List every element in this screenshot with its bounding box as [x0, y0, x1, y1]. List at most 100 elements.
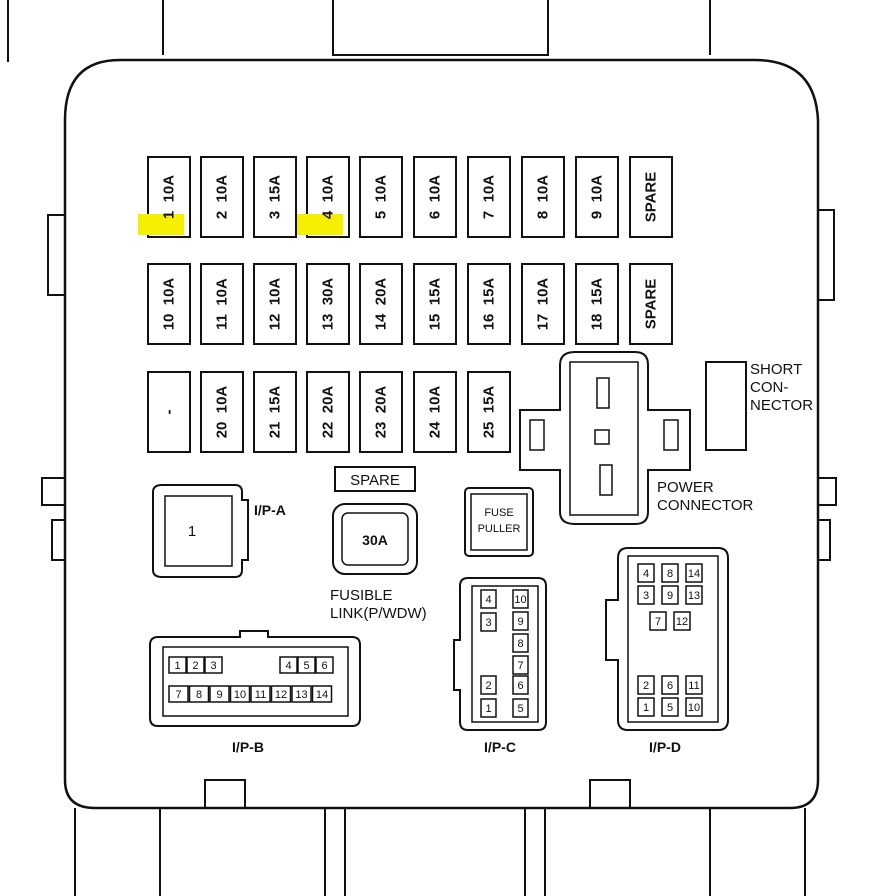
power-connector-label-2: CONNECTOR	[657, 497, 754, 514]
svg-text:2: 2	[485, 680, 491, 692]
bottom-structure	[74, 779, 806, 896]
ip-b-label: I/P-B	[232, 739, 264, 755]
svg-text:4: 4	[643, 568, 649, 580]
svg-text:5: 5	[517, 703, 523, 715]
fuse-15: 15 15A	[413, 263, 457, 345]
short-connector: SHORT CON- NECTOR	[705, 361, 813, 451]
ip-c-pin-right-6: 6	[512, 675, 529, 695]
svg-text:9: 9	[517, 616, 523, 628]
svg-text:3: 3	[485, 617, 491, 629]
svg-text:12: 12	[676, 616, 688, 628]
fuse-box-housing	[63, 58, 820, 810]
fuse-24-label: 24 10A	[427, 386, 444, 439]
svg-text:3: 3	[210, 660, 216, 672]
ip-d-pin-3: 3	[637, 585, 655, 605]
svg-text:8: 8	[517, 638, 523, 650]
svg-text:10: 10	[234, 689, 246, 701]
fuse-blank-label: -	[161, 410, 178, 415]
short-connector-label-2: CON-	[750, 379, 788, 396]
fuse-5-label: 5 10A	[373, 175, 390, 219]
svg-text:5: 5	[667, 702, 673, 714]
spare-row1: SPARE	[629, 156, 673, 238]
fuse-21-label: 21 15A	[267, 386, 284, 439]
fuse-17: 17 10A	[521, 263, 565, 345]
fuse-puller-label-1: FUSE	[484, 507, 513, 519]
fuse-6-label: 6 10A	[427, 175, 444, 219]
svg-text:10: 10	[514, 594, 526, 606]
ip-d-pin-11: 11	[685, 675, 703, 695]
fuse-1-label: 1 10A	[161, 175, 178, 219]
svg-text:1: 1	[174, 660, 180, 672]
ip-c-pin-right-8: 8	[512, 633, 529, 653]
svg-text:12: 12	[275, 689, 287, 701]
fuse-21: 21 15A	[253, 371, 297, 453]
ip-d-pin-7: 7	[649, 611, 667, 631]
fuse-11-label: 11 10A	[214, 278, 231, 330]
fuse-25-label: 25 15A	[481, 386, 498, 439]
svg-text:1: 1	[643, 702, 649, 714]
svg-text:4: 4	[485, 594, 491, 606]
fuse-6: 6 10A	[413, 156, 457, 238]
ip-a-label: I/P-A	[254, 502, 286, 518]
fuse-3: 3 15A	[253, 156, 297, 238]
ip-b-pin-6: 6	[315, 656, 334, 674]
svg-text:3: 3	[643, 590, 649, 602]
fuse-2: 2 10A	[200, 156, 244, 238]
fuse-14: 14 20A	[359, 263, 403, 345]
ip-c-label: I/P-C	[484, 739, 516, 755]
svg-text:6: 6	[517, 680, 523, 692]
fuse-4-label: 4 10A	[320, 175, 337, 219]
ip-b-pin-8: 8	[188, 685, 210, 703]
svg-text:10: 10	[688, 702, 700, 714]
fusible-link: SPARE 30A FUSIBLE LINK(P/WDW)	[330, 466, 427, 622]
fuse-10-label: 10 10A	[161, 278, 178, 331]
spare-row2-label: SPARE	[643, 279, 660, 330]
ip-b-pin-12: 12	[270, 685, 292, 703]
svg-text:14: 14	[688, 568, 700, 580]
fuse-20: 20 10A	[200, 371, 244, 453]
side-tabs	[41, 209, 837, 561]
svg-text:7: 7	[517, 660, 523, 672]
fuse-14-label: 14 20A	[373, 278, 390, 331]
ip-b-pin-2: 2	[186, 656, 205, 674]
ip-b-pin-13: 13	[291, 685, 312, 703]
svg-text:7: 7	[655, 616, 661, 628]
fuse-25: 25 15A	[467, 371, 511, 453]
ip-b-pin-5: 5	[297, 656, 316, 674]
svg-text:13: 13	[295, 689, 307, 701]
ip-c-pin-right-10: 10	[512, 589, 529, 609]
fuse-23-label: 23 20A	[373, 386, 390, 439]
ip-a-pin-1: 1	[188, 523, 196, 540]
ip-d-pin-4: 4	[637, 563, 655, 583]
fuse-5: 5 10A	[359, 156, 403, 238]
ip-c-pin-left-4: 4	[480, 589, 497, 609]
short-connector-label-1: SHORT	[750, 361, 802, 378]
fuse-1: 1 10A	[138, 156, 191, 238]
svg-text:14: 14	[316, 689, 328, 701]
ip-c-pin-right-9: 9	[512, 611, 529, 631]
svg-text:2: 2	[192, 660, 198, 672]
fusible-link-label-2: LINK(P/WDW)	[330, 605, 427, 622]
svg-text:13: 13	[688, 590, 700, 602]
ip-d-pin-2: 2	[637, 675, 655, 695]
fuse-16: 16 15A	[467, 263, 511, 345]
svg-text:9: 9	[216, 689, 222, 701]
svg-text:9: 9	[667, 590, 673, 602]
ip-d-pin-1: 1	[637, 697, 655, 717]
fuse-3-label: 3 15A	[267, 175, 284, 219]
svg-text:4: 4	[285, 660, 291, 672]
fuse-1-highlight	[138, 214, 184, 235]
ip-b-pin-11: 11	[250, 685, 271, 703]
ip-d-pin-14: 14	[685, 563, 703, 583]
ip-b-pin-7: 7	[168, 685, 189, 703]
power-connector-label-1: POWER	[657, 479, 714, 496]
svg-text:11: 11	[255, 689, 266, 701]
fuse-15-label: 15 15A	[427, 278, 444, 331]
svg-text:6: 6	[667, 680, 673, 692]
